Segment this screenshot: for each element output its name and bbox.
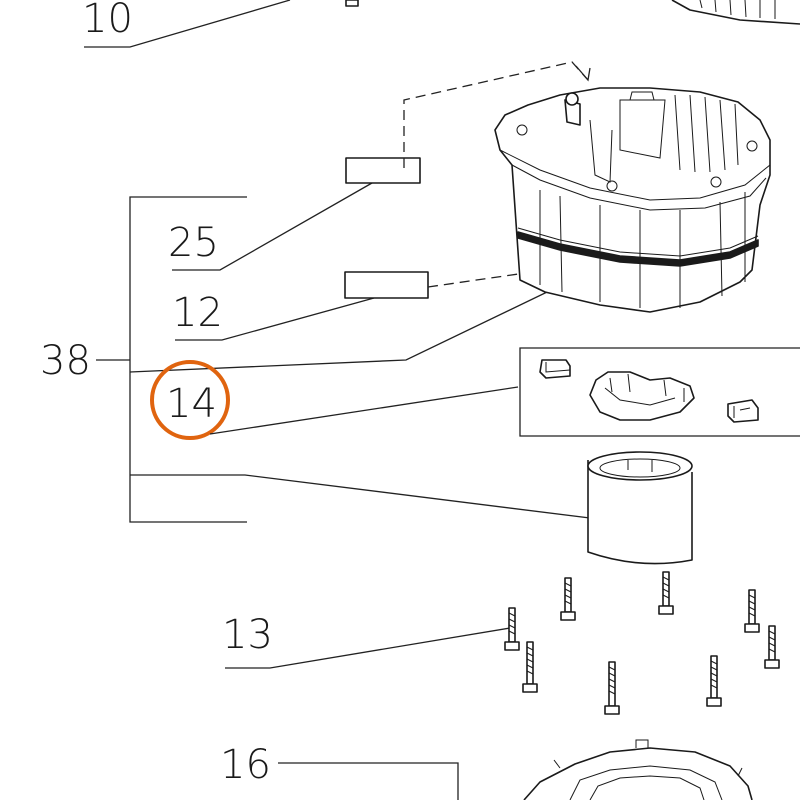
- callout-38-label: 38: [40, 338, 91, 384]
- group-bracket-38: [129, 196, 247, 523]
- top-right-part-fragment: [671, 0, 800, 25]
- part-25-brush: [345, 157, 421, 184]
- part-14-kit-box: [519, 347, 800, 437]
- callout-10-label: 10: [82, 0, 133, 42]
- highlight-circle-14: [150, 360, 230, 440]
- leader-line-14: [209, 386, 519, 435]
- callout-12-label: 12: [172, 290, 223, 336]
- leader-line-12: [175, 297, 375, 341]
- motor-housing: [494, 87, 771, 313]
- callout-25[interactable]: 25: [168, 182, 373, 271]
- callout-16[interactable]: 16: [220, 742, 459, 800]
- leader-line-sleeve: [130, 474, 615, 522]
- part-16-base: [523, 739, 753, 800]
- callout-14[interactable]: 14: [150, 360, 519, 440]
- callout-13-label: 13: [222, 612, 273, 658]
- assembly-arrow-25: [575, 65, 591, 82]
- leader-line-housing: [129, 279, 573, 373]
- leader-line-25: [172, 182, 373, 271]
- small-screw-top: [345, 0, 359, 7]
- callout-13[interactable]: 13: [222, 612, 511, 669]
- leader-line-10: [84, 0, 291, 48]
- callout-12[interactable]: 12: [172, 290, 375, 341]
- part-14-brush-holder: [539, 359, 759, 423]
- leader-line-13: [225, 627, 511, 669]
- dashed-assembly-line-25: [403, 61, 589, 168]
- callout-38[interactable]: 38: [40, 196, 247, 523]
- callout-16-label: 16: [220, 742, 271, 788]
- part-12-brush: [344, 271, 429, 299]
- leader-line-16: [278, 762, 459, 800]
- callout-14-label: 14: [166, 381, 217, 427]
- callout-25-label: 25: [168, 220, 219, 266]
- dashed-assembly-line-12: [427, 267, 561, 288]
- part-sleeve: [587, 451, 693, 565]
- screws-13: [504, 571, 780, 715]
- callout-10[interactable]: 10: [82, 0, 291, 48]
